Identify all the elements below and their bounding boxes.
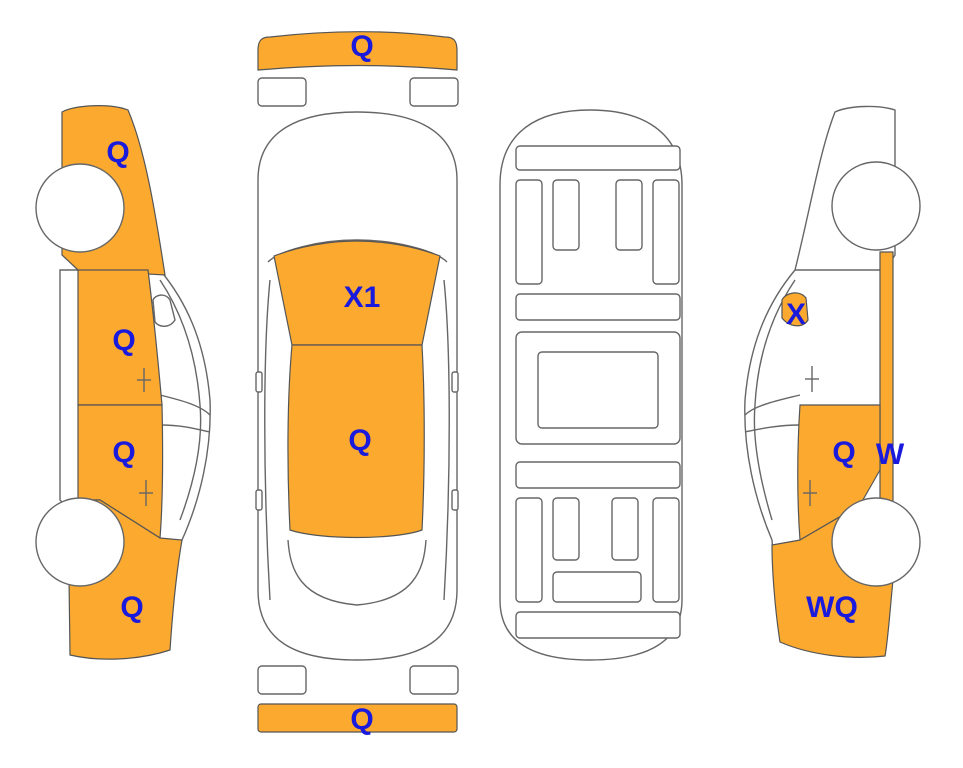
right-front-wheel	[831, 161, 921, 251]
front-bumper-label: Q	[350, 30, 373, 63]
left-front-wheel	[35, 163, 125, 253]
left-front-fender-label: Q	[106, 136, 129, 169]
left-rear-wheel	[35, 497, 125, 587]
underside-view	[499, 109, 683, 661]
roof-label: Q	[348, 424, 371, 457]
right-side-view	[744, 105, 921, 658]
right-rear-pillar-label: W	[876, 438, 905, 471]
right-front-window-panel	[781, 292, 809, 327]
right-rear-door-label: Q	[832, 436, 855, 469]
top-view	[255, 31, 459, 733]
roof-panel	[287, 344, 425, 539]
right-rear-wheel	[831, 497, 921, 587]
left-rear-quarter-label: Q	[120, 591, 143, 624]
left-side-view	[35, 105, 211, 660]
right-front-window-label: X	[786, 298, 806, 331]
left-rear-door-label: Q	[112, 436, 135, 469]
left-front-door-label: Q	[112, 324, 135, 357]
rear-bumper-panel	[257, 703, 458, 733]
front-bumper-panel	[257, 31, 458, 71]
hood-panel	[273, 240, 441, 346]
right-rear-quarter-label: WQ	[806, 591, 858, 624]
rear-bumper-label: Q	[350, 703, 373, 736]
hood-label: X1	[344, 281, 381, 314]
